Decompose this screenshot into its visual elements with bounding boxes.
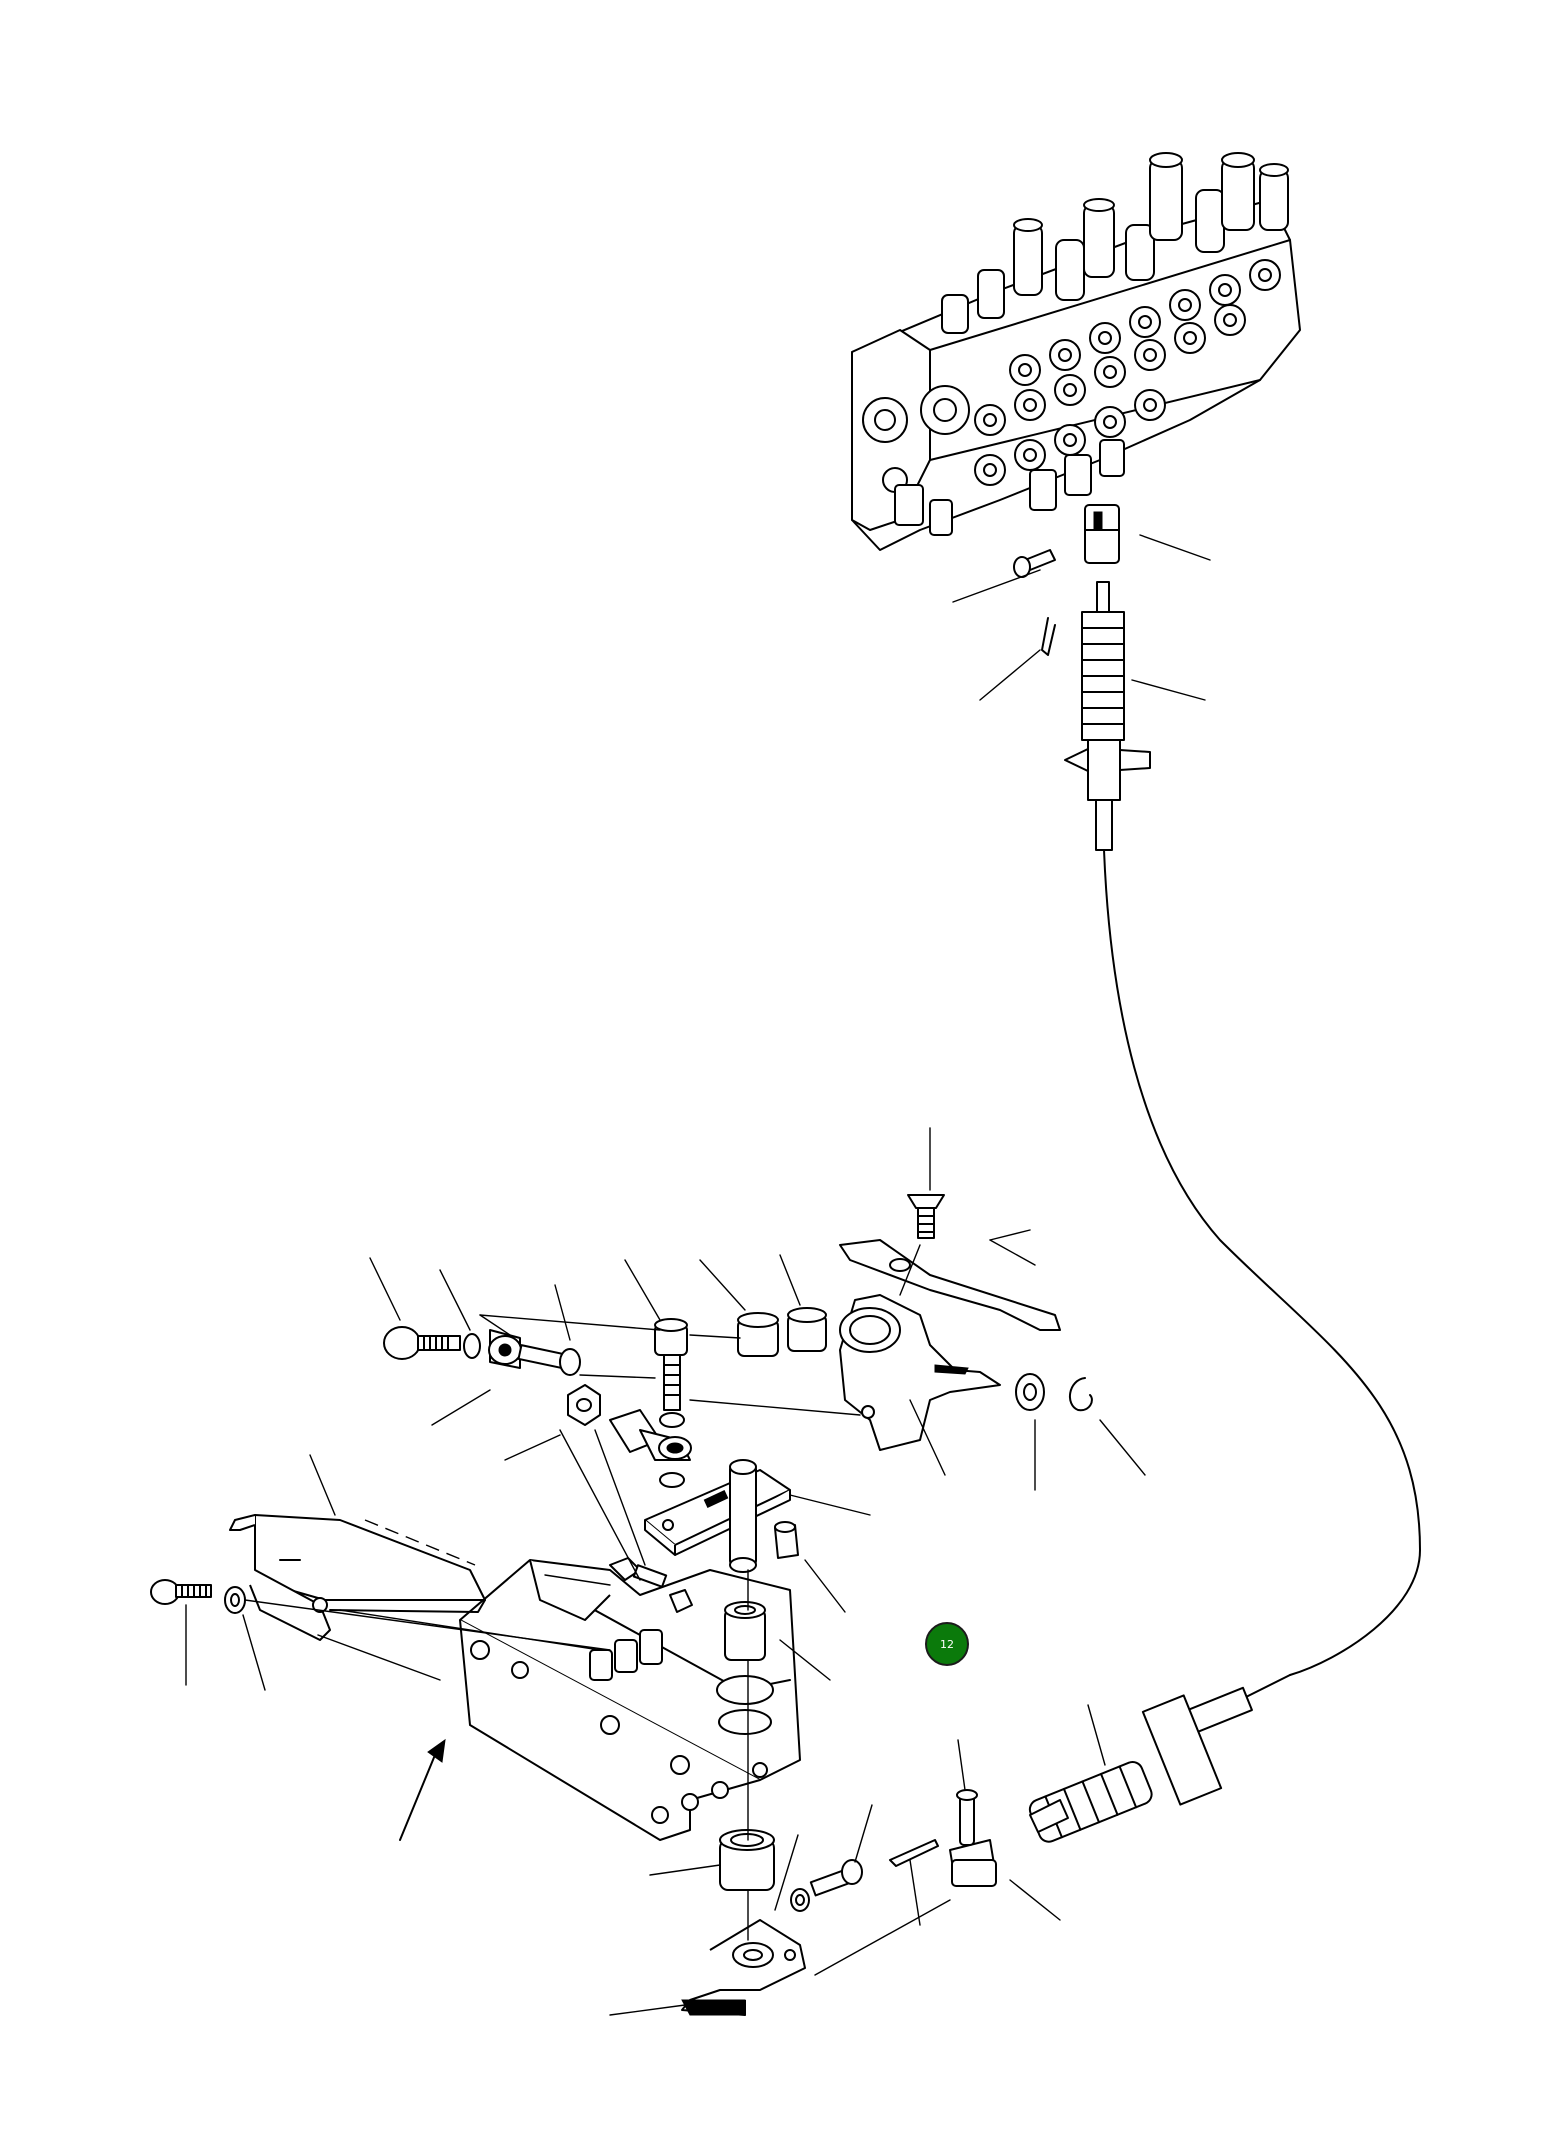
bracket-bolt xyxy=(609,1557,693,1613)
valve-ports xyxy=(974,259,1281,486)
linkage-bolt xyxy=(383,1326,481,1360)
lower-clevis xyxy=(949,1789,997,1887)
lever-plate xyxy=(644,1459,791,1573)
clevis-fork xyxy=(1084,504,1120,564)
lower-split-pin xyxy=(889,1839,939,1867)
pedal-washer xyxy=(224,1586,246,1614)
upper-bushing xyxy=(724,1601,766,1661)
sleeve-bearings xyxy=(737,1307,827,1357)
upper-cable-boot xyxy=(1064,581,1151,851)
control-cable xyxy=(1103,849,1421,1676)
split-pin xyxy=(1041,617,1056,656)
assembly-arrow xyxy=(399,1738,446,1841)
rod-end xyxy=(488,1329,581,1376)
vertical-bolt xyxy=(654,1318,688,1411)
control-valve-block xyxy=(851,152,1301,551)
countersunk-screw xyxy=(907,1194,945,1239)
leader-lines xyxy=(185,534,1211,2016)
lower-bolt xyxy=(790,1859,863,1912)
circlip xyxy=(1069,1377,1093,1412)
pedal-bracket xyxy=(459,1559,801,1841)
spool-caps xyxy=(941,152,1289,334)
lower-lever-arm xyxy=(681,1919,806,2016)
hex-nut xyxy=(567,1384,601,1426)
pedal-bolt xyxy=(150,1579,212,1605)
lower-bushing xyxy=(719,1829,775,1891)
cap-plug xyxy=(774,1521,799,1559)
pivot-housing xyxy=(839,1294,1001,1451)
part-number-hotspot[interactable]: 12 xyxy=(925,1622,969,1666)
clevis-pin xyxy=(1013,549,1056,578)
lower-cable-boot xyxy=(1028,1674,1291,1843)
alignment-lines xyxy=(244,1244,921,1941)
flat-washer xyxy=(1015,1373,1045,1411)
foot-pedal xyxy=(229,1514,486,1641)
mounting-bracket xyxy=(839,1239,1061,1331)
lower-rod-end xyxy=(609,1409,692,1488)
